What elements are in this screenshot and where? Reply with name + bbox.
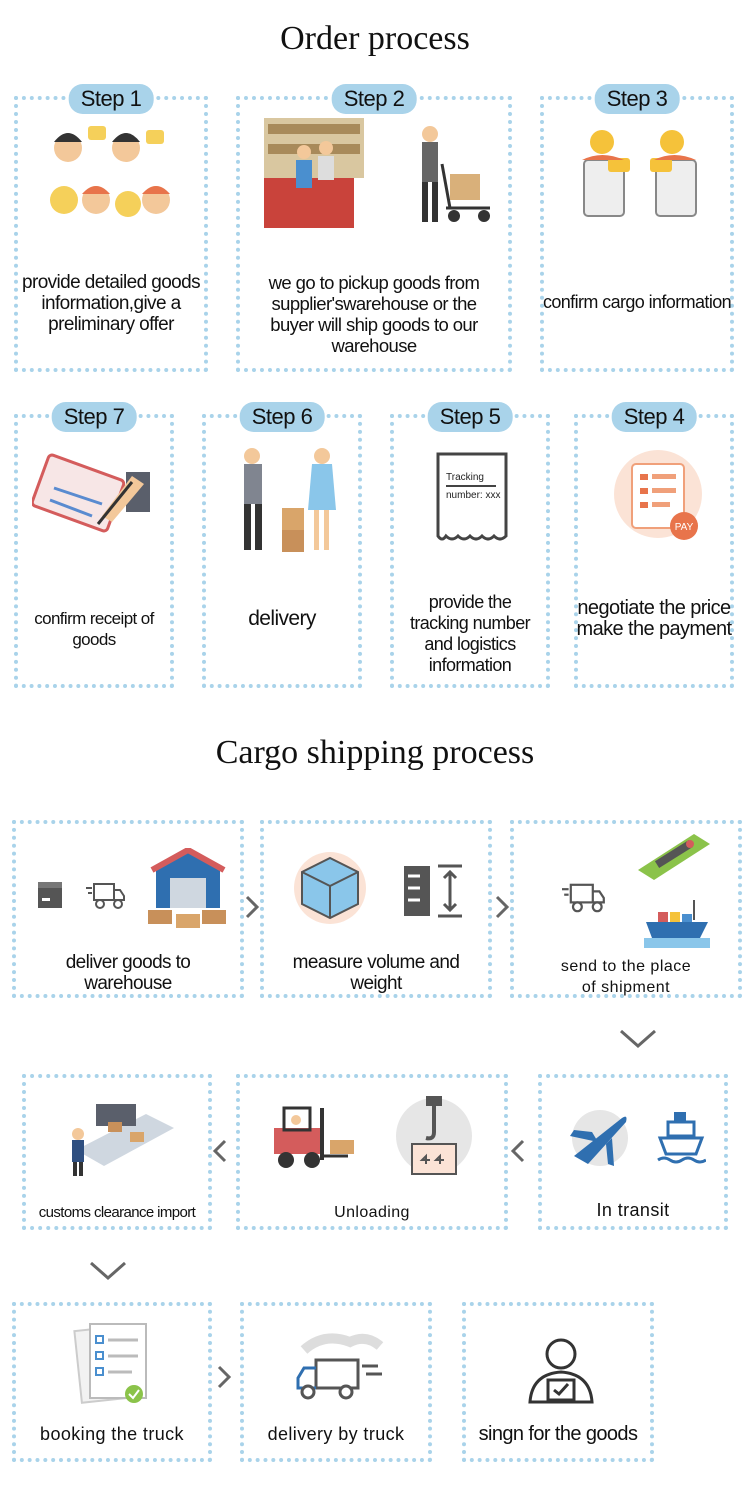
forklift-icon — [270, 1104, 362, 1170]
step-2-card: Step 2 we go to pickup goods from suppli… — [236, 84, 512, 372]
tracking-receipt-icon: Tracking number: xxx — [434, 450, 510, 546]
step-1-badge: Step 1 — [68, 84, 154, 114]
cube-volume-icon — [292, 848, 368, 928]
cargo-step-sign: singn for the goods — [462, 1302, 654, 1462]
payment-invoice-icon: PAY — [610, 446, 710, 546]
cargo-step-sign-text: singn for the goods — [478, 1423, 638, 1445]
step-2-badge: Step 2 — [331, 84, 417, 114]
cargo-step-send-shipment: send to the place of shipment — [510, 820, 742, 998]
step-3-text: confirm cargo information — [542, 292, 732, 312]
truck-outline-icon — [86, 880, 126, 912]
step-4-card: Step 4 PAY negotiate the price make the … — [574, 402, 734, 688]
arrow-left-icon — [510, 1138, 526, 1164]
weight-scale-icon — [402, 864, 466, 918]
step-7-badge: Step 7 — [51, 402, 137, 432]
arrow-left-icon — [212, 1138, 228, 1164]
receipt-number-label: number: xxx — [446, 490, 500, 501]
step-3-card: Step 3 confirm cargo information — [540, 84, 734, 372]
step-7-text: confirm receipt of goods — [34, 609, 154, 649]
step-6-text: delivery — [248, 607, 316, 630]
cargo-step-send-shipment-text: send to the place of shipment — [560, 958, 692, 996]
warehouse-counter-icon — [264, 118, 364, 228]
sign-for-goods-icon — [526, 1336, 596, 1406]
arrow-down-icon — [618, 1028, 658, 1050]
checklist-documents-icon — [72, 1320, 156, 1410]
arrow-right-icon — [244, 894, 260, 920]
delivery-handover-icon — [236, 446, 336, 556]
cargo-ship-icon — [644, 898, 710, 950]
cargo-step-measure-text: measure volume and weight — [292, 952, 460, 994]
step-6-card: Step 6 delivery — [202, 402, 362, 688]
confirm-chat-icon — [578, 124, 708, 224]
cargo-step-unloading: Unloading — [236, 1074, 508, 1230]
crane-hook-icon — [392, 1094, 476, 1182]
step-4-text: negotiate the price make the payment — [576, 597, 733, 640]
cargo-step-transit-text: In transit — [596, 1200, 670, 1220]
step-2-text: we go to pickup goods from supplier'swar… — [268, 272, 480, 356]
hand-truck-worker-icon — [410, 124, 500, 224]
cargo-step-customs: customs clearance import — [22, 1074, 212, 1230]
step-5-card: Step 5 Tracking number: xxx provide the … — [390, 402, 550, 688]
ship-icon — [656, 1108, 706, 1170]
cargo-step-unloading-text: Unloading — [334, 1204, 410, 1221]
cargo-step-deliver-warehouse: deliver goods to warehouse — [12, 820, 244, 998]
cargo-step-customs-text: customs clearance import — [38, 1204, 196, 1221]
truck-outline-icon — [562, 880, 606, 916]
arrow-down-icon — [88, 1260, 128, 1282]
cargo-step-delivery-truck-text: delivery by truck — [267, 1424, 405, 1444]
package-box-icon — [36, 880, 64, 910]
step-6-badge: Step 6 — [239, 402, 325, 432]
delivery-truck-icon — [294, 1330, 386, 1406]
airplane-icon — [568, 1108, 634, 1168]
cargo-step-booking-text: booking the truck — [40, 1424, 184, 1444]
cargo-step-transit: In transit — [538, 1074, 728, 1230]
cargo-step-delivery-truck: delivery by truck — [240, 1302, 432, 1462]
step-1-text: provide detailed goods information,give … — [22, 272, 201, 335]
rail-freight-icon — [634, 830, 712, 882]
pay-badge: PAY — [675, 522, 694, 533]
step-1-card: Step 1 provide detailed goods informatio… — [14, 84, 208, 372]
order-process-title: Order process — [280, 20, 470, 57]
warehouse-building-icon — [148, 848, 228, 934]
step-7-card: Step 7 confirm receipt of goods — [14, 402, 174, 688]
cargo-process-title: Cargo shipping process — [215, 734, 535, 771]
step-5-badge: Step 5 — [427, 402, 513, 432]
step-4-badge: Step 4 — [611, 402, 697, 432]
arrow-right-icon — [216, 1364, 232, 1390]
receipt-tracking-label: Tracking — [446, 472, 484, 483]
customs-checkpoint-icon — [66, 1094, 176, 1180]
arrow-right-icon — [494, 894, 510, 920]
step-3-badge: Step 3 — [594, 84, 680, 114]
customer-service-faces-icon — [46, 120, 176, 230]
clipboard-signing-icon — [32, 446, 162, 546]
cargo-step-deliver-warehouse-text: deliver goods to warehouse — [65, 952, 191, 994]
step-5-text: provide the tracking number and logistic… — [409, 592, 531, 675]
cargo-step-measure: measure volume and weight — [260, 820, 492, 998]
cargo-step-booking: booking the truck — [12, 1302, 212, 1462]
